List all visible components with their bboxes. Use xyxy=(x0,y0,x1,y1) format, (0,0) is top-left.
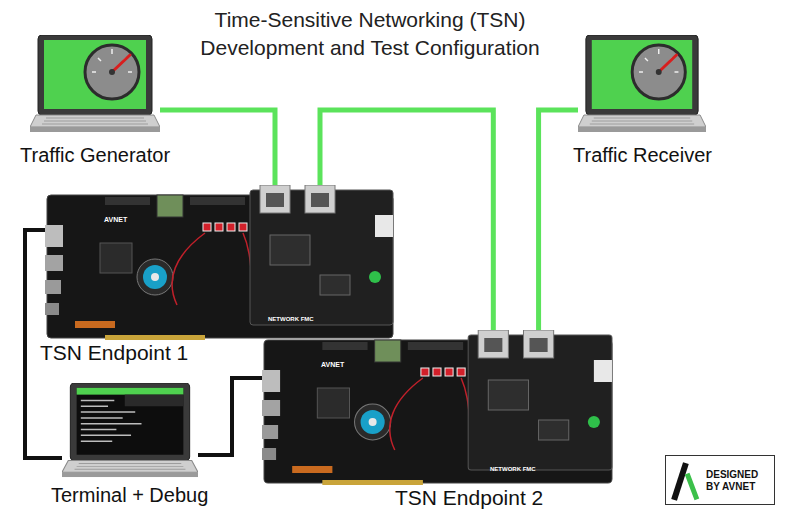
board-node: TSN Endpoint 1 xyxy=(45,185,395,340)
silkscreen-label: AVNET xyxy=(104,216,127,223)
logo-stroke xyxy=(688,476,696,497)
tsn-board xyxy=(262,330,612,485)
diagram-title: Time-Sensitive Networking (TSN) Developm… xyxy=(170,6,570,63)
avnet-logo-icon xyxy=(675,466,696,497)
node-label: Traffic Receiver xyxy=(573,143,712,167)
node-label: Terminal + Debug xyxy=(51,483,208,507)
terminal-laptop xyxy=(62,383,198,477)
traffic-generator-laptop xyxy=(30,35,160,132)
board-node: TSN Endpoint 2 xyxy=(262,330,614,485)
laptop-node: Traffic Generator xyxy=(30,35,160,133)
node-label: Traffic Generator xyxy=(20,143,170,167)
node-label: TSN Endpoint 1 xyxy=(40,340,188,365)
node-label: DESIGNED BY AVNET xyxy=(706,469,768,492)
tsn-board xyxy=(45,185,393,340)
laptop-node: Traffic Receiver xyxy=(578,35,706,133)
silkscreen-label: NETWORK FMC xyxy=(268,316,314,322)
cable xyxy=(198,378,262,455)
laptop-node: Terminal + Debug xyxy=(62,383,198,478)
silkscreen-label: AVNET xyxy=(321,361,344,368)
logo-box: DESIGNED BY AVNET xyxy=(665,455,775,505)
node-label: TSN Endpoint 2 xyxy=(395,485,543,510)
logo-stroke xyxy=(675,466,685,497)
cable xyxy=(160,110,275,185)
silkscreen-label: NETWORK FMC xyxy=(490,466,536,472)
cable xyxy=(539,110,578,330)
traffic-receiver-laptop xyxy=(578,35,706,132)
